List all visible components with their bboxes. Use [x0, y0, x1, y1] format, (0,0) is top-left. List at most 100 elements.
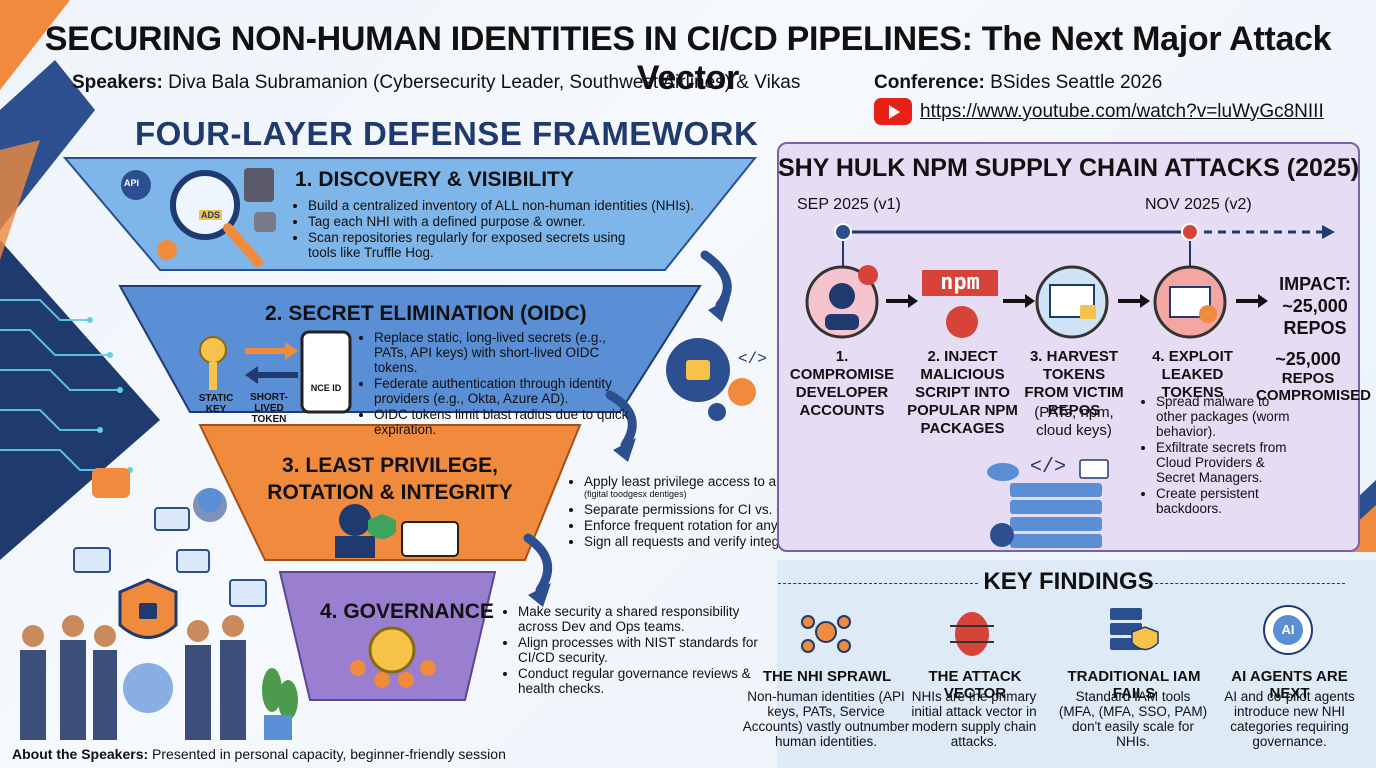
layer-3-heading: 3. LEAST PRIVILEGE, ROTATION & INTEGRITY [267, 454, 513, 504]
iam-server-icon [1110, 608, 1159, 651]
exploit-bullet: Create persistent backdoors. [1156, 486, 1301, 516]
conference-label: Conference: [874, 72, 985, 93]
framework-title: FOUR-LAYER DEFENSE FRAMEWORK [135, 115, 759, 152]
phone-label: NCE ID [310, 383, 342, 393]
database-icon [244, 168, 274, 202]
arrow-left-icon [245, 366, 298, 384]
finding-4-desc: AI and co-pilot agents introduce new NHI… [1224, 689, 1355, 749]
findings-divider-right [1145, 583, 1345, 584]
id-card-icon [401, 521, 459, 557]
team-icon [350, 660, 436, 688]
exploit-bullets: Spread malware to other packages (worm b… [1140, 394, 1301, 517]
speakers-text: Diva Bala Subramanion (Cybersecurity Lea… [168, 72, 801, 93]
step-arrows [886, 294, 1268, 308]
exploit-bullet: Spread malware to other packages (worm b… [1156, 394, 1301, 439]
ai-head-icon [1263, 605, 1313, 655]
governance-gear-icon [368, 626, 416, 674]
about-speakers: About the Speakers: Presented in persona… [12, 746, 506, 762]
attack-step-4: 4. EXPLOIT LEAKED TOKENS [1152, 348, 1233, 401]
timeline-start-dot [834, 223, 852, 241]
lock-icon [686, 360, 710, 380]
officer-icon [339, 504, 371, 536]
server-code-icon: </> [1030, 456, 1066, 479]
layer-4-bullet: Align processes with NIST standards for … [518, 635, 763, 665]
layer-2-heading: 2. SECRET ELIMINATION (OIDC) [265, 302, 587, 325]
layer-2-shape [118, 285, 702, 413]
robot-icon [254, 212, 276, 232]
finding-4-heading: AI AGENTS ARE NEXT [1231, 668, 1348, 702]
video-link-row: https://www.youtube.com/watch?v=luWyGc8N… [874, 98, 1324, 125]
finding-1-desc: Non-human identities (API keys, PATs, Se… [742, 689, 910, 749]
attack-title: SHY HULK NPM SUPPLY CHAIN ATTACKS (2025) [777, 154, 1360, 182]
video-link[interactable]: https://www.youtube.com/watch?v=luWyGc8N… [920, 100, 1324, 122]
magnifier-icon [170, 170, 263, 267]
layer-2-bullet: OIDC tokens limit blast radius due to qu… [374, 407, 639, 437]
attack-step-1: 1. COMPROMISE DEVELOPER ACCOUNTS [789, 348, 895, 419]
exploit-bullet: Exfiltrate secrets from Cloud Providers … [1156, 440, 1301, 485]
speakers-line: Speakers: Diva Bala Subramanion (Cyberse… [72, 72, 800, 94]
nhi-network-icon [801, 615, 851, 653]
finding-2-heading: THE ATTACK VECTOR [928, 668, 1022, 702]
ai-icon-label: AI [1281, 622, 1295, 637]
impact-block: IMPACT: ~25,000 REPOS [1270, 273, 1360, 339]
impact-value-2: ~25,000 [1275, 349, 1341, 369]
timeline-start: SEP 2025 (v1) [797, 196, 901, 213]
impact-value: ~25,000 REPOS [1282, 296, 1348, 338]
left-lock-icon [92, 468, 130, 498]
finding-3-heading: TRADITIONAL IAM FAILS [1067, 668, 1201, 702]
gear-icon [157, 240, 177, 260]
layer-1-bullet: Tag each NHI with a defined purpose & ow… [308, 214, 728, 229]
key-icon [199, 336, 227, 390]
layer-1-bullets: Build a centralized inventory of ALL non… [292, 198, 728, 261]
short-lived-token-label: SHORT-LIVED TOKEN [250, 392, 288, 425]
layer-1-heading: 1. DISCOVERY & VISIBILITY [295, 168, 574, 191]
finding-2-desc: NHIs are the primary initial attack vect… [911, 689, 1037, 749]
layer-1-bullet: Scan repositories regularly for exposed … [308, 230, 648, 260]
server-icon [987, 463, 1102, 548]
static-key-label: STATIC KEY [198, 393, 234, 415]
impact-block-2: ~25,000 REPOS COMPROMISED [1256, 348, 1372, 404]
findings-divider-left [778, 583, 978, 584]
finding-3-desc: Standard IAM tools (MFA, (MFA, SSO, PAM)… [1058, 689, 1208, 749]
layer-2-bullets: Replace static, long-lived secrets (e.g.… [358, 330, 639, 438]
impact-label: IMPACT: [1279, 274, 1351, 294]
layer-1-bullet: Build a centralized inventory of ALL non… [308, 198, 728, 213]
about-label: About the Speakers: [12, 746, 149, 762]
about-text: Presented in personal capacity, beginner… [152, 746, 506, 762]
findings-title: KEY FINDINGS [983, 568, 1154, 595]
bug-icon [950, 612, 994, 656]
layer-2-bullet: Federate authentication through identity… [374, 376, 639, 406]
timeline-end-dot [1181, 223, 1199, 241]
attack-step-3: 3. HARVEST TOKENS FROM VICTIM REPOS [1024, 348, 1124, 419]
alert-icon [858, 265, 878, 285]
virus-icon [946, 306, 978, 338]
youtube-icon [874, 98, 912, 125]
ads-label: ADS [199, 210, 223, 220]
timeline-end: NOV 2025 (v2) [1145, 196, 1252, 213]
layer-3-note: (figital toodgesx dentiges) [584, 489, 687, 499]
finding-1-heading: THE NHI SPRAWL [762, 668, 892, 685]
impact-value-2-sub: REPOS COMPROMISED [1256, 370, 1372, 404]
conference-text: BSides Seattle 2026 [990, 72, 1163, 93]
layer-3-bullet: Sign all requests and verify integrity. [584, 534, 954, 549]
phone-icon [300, 330, 352, 414]
layer-4-bullet: Conduct regular governance reviews & hea… [518, 666, 763, 696]
layer-2-bullet: Replace static, long-lived secrets (e.g.… [374, 330, 639, 375]
arrow-right-icon [245, 342, 298, 360]
layer-4-heading: 4. GOVERNANCE [320, 600, 494, 623]
layer-4-bullets: Make security a shared responsibility ac… [502, 604, 763, 697]
speakers-label: Speakers: [72, 72, 163, 93]
api-label: API [124, 178, 140, 188]
small-gear-icon [728, 378, 756, 406]
npm-logo-box [922, 270, 998, 296]
page-title: SECURING NON-HUMAN IDENTITIES IN CI/CD P… [44, 20, 1332, 97]
attack-step-3-sub: (PATs, npm, cloud keys) [1034, 404, 1114, 439]
layer-4-bullet: Make security a shared responsibility ac… [518, 604, 763, 634]
api-gear-icon [121, 170, 151, 200]
attack-step-2: 2. INJECT MALICIOUS SCRIPT INTO POPULAR … [907, 348, 1018, 437]
code-icon: </> [738, 350, 767, 368]
